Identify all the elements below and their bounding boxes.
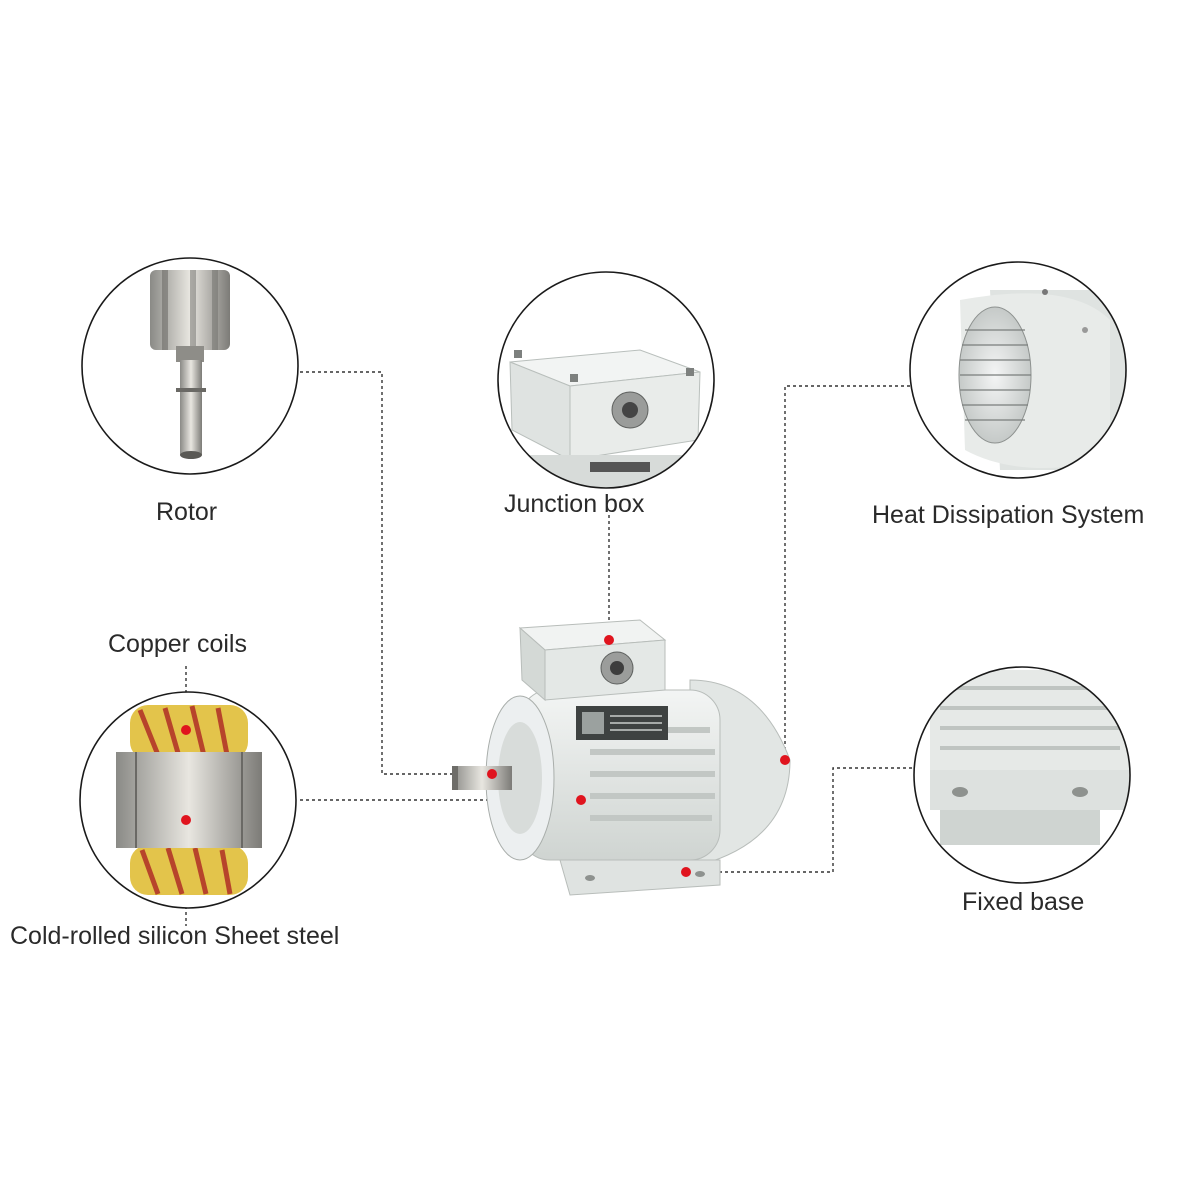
marker-rotor <box>487 769 497 779</box>
markers <box>181 635 790 877</box>
label-rotor: Rotor <box>156 498 218 526</box>
label-fixed-base: Fixed base <box>962 888 1085 916</box>
marker-copper-coils <box>181 725 191 735</box>
fixed-base-photo <box>913 666 1131 884</box>
heat-dissipation-photo <box>909 261 1127 479</box>
marker-junction-box <box>604 635 614 645</box>
marker-stator <box>576 795 586 805</box>
junction-box-photo <box>497 271 715 489</box>
label-silicon-steel: Cold-rolled silicon Sheet steel <box>10 922 340 950</box>
leader-rotor <box>300 371 490 775</box>
motor-illustration <box>452 619 791 896</box>
marker-fixed-base <box>681 867 691 877</box>
marker-heat <box>780 755 790 765</box>
marker-silicon-steel <box>181 815 191 825</box>
leader-heat <box>784 385 910 760</box>
label-heat-dissipation: Heat Dissipation System <box>872 501 1145 529</box>
stator-photo <box>79 691 297 909</box>
label-junction-box: Junction box <box>504 490 645 518</box>
rotor-photo <box>81 257 299 475</box>
label-copper-coils: Copper coils <box>108 630 247 658</box>
